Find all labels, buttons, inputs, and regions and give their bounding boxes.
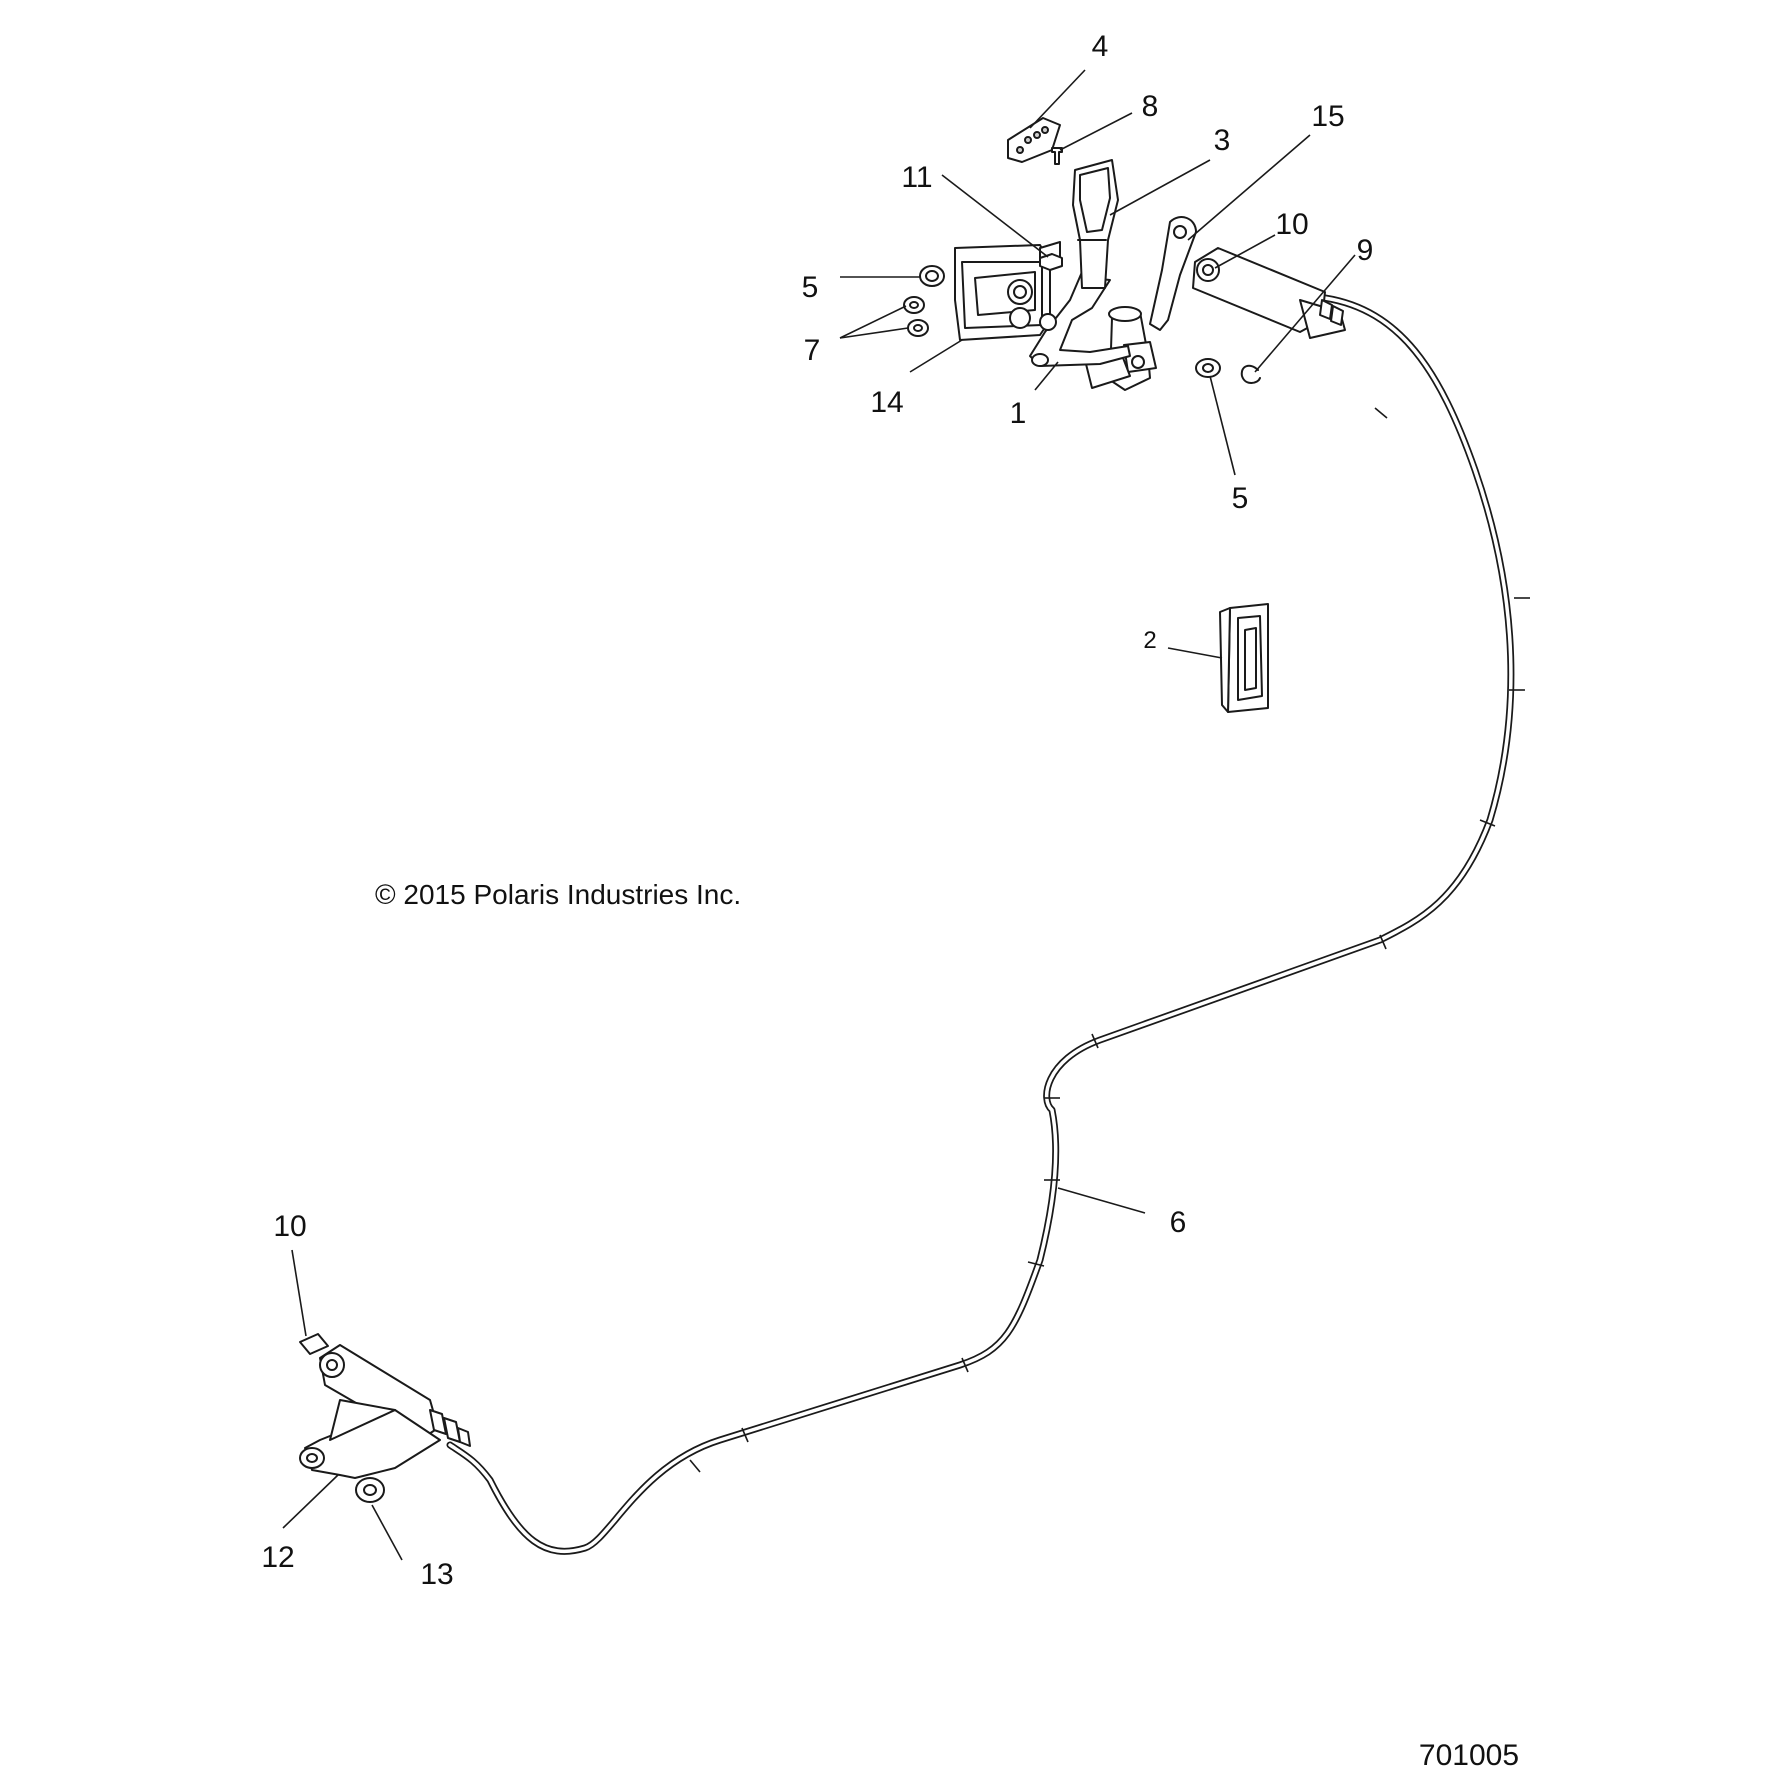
lower-bolt-left <box>299 1447 325 1469</box>
cable-lower-end <box>299 1333 471 1447</box>
callout-15: 15 <box>1311 100 1344 133</box>
shift-handle-grip <box>1072 159 1119 289</box>
callout-1: 1 <box>1010 397 1027 430</box>
washer-right <box>1195 358 1221 378</box>
bracket-bolt <box>1039 253 1063 271</box>
brake-pad-cover <box>1219 603 1269 713</box>
bushing-left <box>919 265 945 287</box>
callout-11: 11 <box>901 161 932 194</box>
callout-5-left: 5 <box>802 271 819 304</box>
lower-bolt-right <box>355 1477 385 1503</box>
callout-numbers: 4 8 3 15 11 10 9 5 7 14 1 5 2 6 10 12 13 <box>261 30 1373 1591</box>
callout-14: 14 <box>870 386 903 419</box>
callout-12: 12 <box>261 1541 294 1574</box>
callout-7: 7 <box>804 334 821 367</box>
shift-lever-rod <box>1029 271 1131 367</box>
callout-4: 4 <box>1092 30 1109 63</box>
brake-cable <box>446 294 1530 1555</box>
cable-upper-end <box>1192 247 1346 339</box>
copyright-notice: © 2015 Polaris Industries Inc. <box>375 879 741 910</box>
mounting-bracket <box>954 241 1061 341</box>
drawing-number: 701005 <box>1419 1739 1519 1772</box>
callout-6: 6 <box>1170 1206 1187 1239</box>
callout-9: 9 <box>1357 234 1374 267</box>
leader-lines <box>282 69 1356 1561</box>
callout-10-upper: 10 <box>1275 208 1308 241</box>
callout-2: 2 <box>1143 627 1156 654</box>
callout-13: 13 <box>420 1558 453 1591</box>
callout-3: 3 <box>1214 124 1231 157</box>
nuts <box>903 296 929 337</box>
lever-arm <box>1149 216 1197 331</box>
callout-5-right: 5 <box>1232 482 1249 515</box>
lower-bracket <box>304 1399 441 1479</box>
callout-10-lower: 10 <box>273 1210 306 1243</box>
retaining-clip <box>1240 364 1261 384</box>
callout-8: 8 <box>1142 90 1159 123</box>
